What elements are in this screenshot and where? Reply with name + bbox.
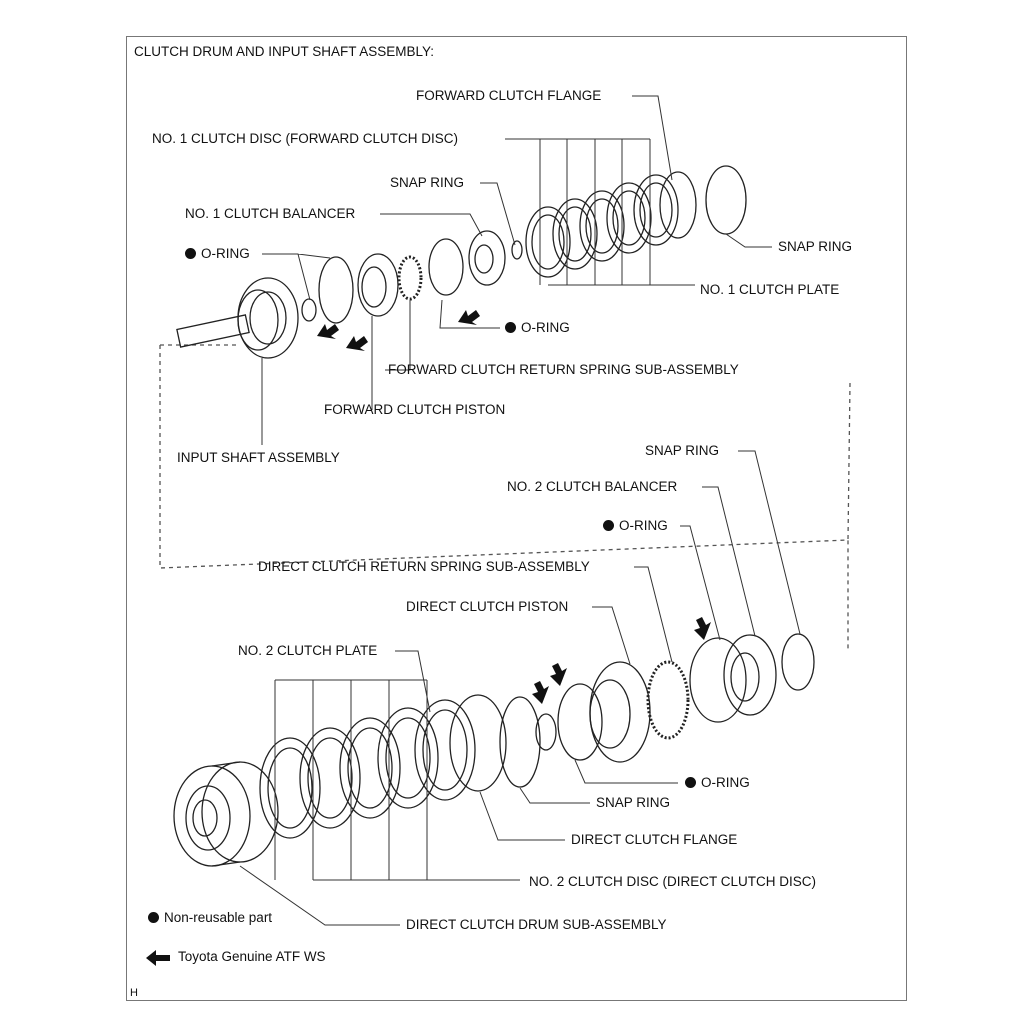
label-no1-clutch-plate: NO. 1 CLUTCH PLATE — [700, 282, 840, 297]
legend-non-reusable: Non-reusable part — [148, 910, 272, 926]
label-forward-clutch-piston: FORWARD CLUTCH PISTON — [324, 402, 506, 417]
label-no1-clutch-balancer: NO. 1 CLUTCH BALANCER — [185, 206, 356, 221]
forward-clutch-piston — [357, 253, 399, 317]
direct-clutch-piston — [589, 661, 651, 763]
no2-clutch-balancer — [723, 634, 777, 716]
legend-atf: Toyota Genuine ATF WS — [178, 949, 326, 964]
input-shaft-assembly — [176, 277, 299, 359]
forward-return-spring — [397, 255, 423, 301]
snap-ring-upper — [705, 165, 747, 235]
o-ring-upper — [428, 238, 464, 296]
label-text: O-RING — [619, 518, 668, 533]
label-o-ring: O-RING — [603, 518, 668, 534]
legend-text: Non-reusable part — [164, 910, 273, 925]
label-text: O-RING — [201, 246, 250, 261]
label-no2-clutch-disc: NO. 2 CLUTCH DISC (DIRECT CLUTCH DISC) — [529, 874, 817, 889]
non-reusable-dot-icon — [505, 322, 516, 333]
label-snap-ring: SNAP RING — [596, 795, 671, 810]
diagram-frame — [126, 36, 907, 1001]
label-text: O-RING — [521, 320, 570, 335]
non-reusable-dot-icon — [148, 912, 159, 923]
o-ring-lower-upper — [689, 637, 747, 723]
non-reusable-dot-icon — [685, 777, 696, 788]
label-snap-ring: SNAP RING — [390, 175, 465, 190]
label-direct-return-spring: DIRECT CLUTCH RETURN SPRING SUB-ASSEMBLY — [258, 559, 590, 574]
corner-mark: H — [130, 987, 138, 999]
o-ring-lower-large — [557, 683, 603, 761]
label-direct-clutch-drum: DIRECT CLUTCH DRUM SUB-ASSEMBLY — [406, 917, 667, 932]
non-reusable-dot-icon — [603, 520, 614, 531]
label-no2-clutch-plate: NO. 2 CLUTCH PLATE — [238, 643, 378, 658]
page-title: CLUTCH DRUM AND INPUT SHAFT ASSEMBLY: — [134, 44, 435, 59]
o-ring-small — [301, 298, 317, 322]
label-forward-clutch-flange: FORWARD CLUTCH FLANGE — [416, 88, 602, 103]
label-snap-ring: SNAP RING — [778, 239, 853, 254]
label-o-ring: O-RING — [685, 775, 750, 791]
label-o-ring: O-RING — [185, 246, 250, 262]
label-input-shaft: INPUT SHAFT ASSEMBLY — [177, 450, 340, 465]
label-direct-clutch-piston: DIRECT CLUTCH PISTON — [406, 599, 569, 614]
o-ring-large — [318, 256, 354, 324]
snap-ring-lower — [499, 696, 541, 788]
no1-clutch-pack — [525, 171, 697, 278]
label-snap-ring: SNAP RING — [645, 443, 720, 458]
atf-arrows — [146, 310, 711, 966]
snap-ring-small — [511, 240, 523, 260]
label-direct-clutch-flange: DIRECT CLUTCH FLANGE — [571, 832, 738, 847]
label-text: O-RING — [701, 775, 750, 790]
label-no2-clutch-balancer: NO. 2 CLUTCH BALANCER — [507, 479, 678, 494]
no1-clutch-balancer — [468, 230, 506, 286]
non-reusable-dot-icon — [185, 248, 196, 259]
o-ring-lower-small — [535, 713, 557, 751]
direct-return-spring — [646, 660, 690, 740]
snap-ring-lower-right — [781, 633, 815, 691]
label-no1-clutch-disc: NO. 1 CLUTCH DISC (FORWARD CLUTCH DISC) — [152, 131, 459, 146]
no2-clutch-pack — [259, 694, 507, 839]
label-forward-return-spring: FORWARD CLUTCH RETURN SPRING SUB-ASSEMBL… — [388, 362, 739, 377]
direct-clutch-drum — [173, 761, 279, 867]
label-o-ring: O-RING — [505, 320, 570, 336]
